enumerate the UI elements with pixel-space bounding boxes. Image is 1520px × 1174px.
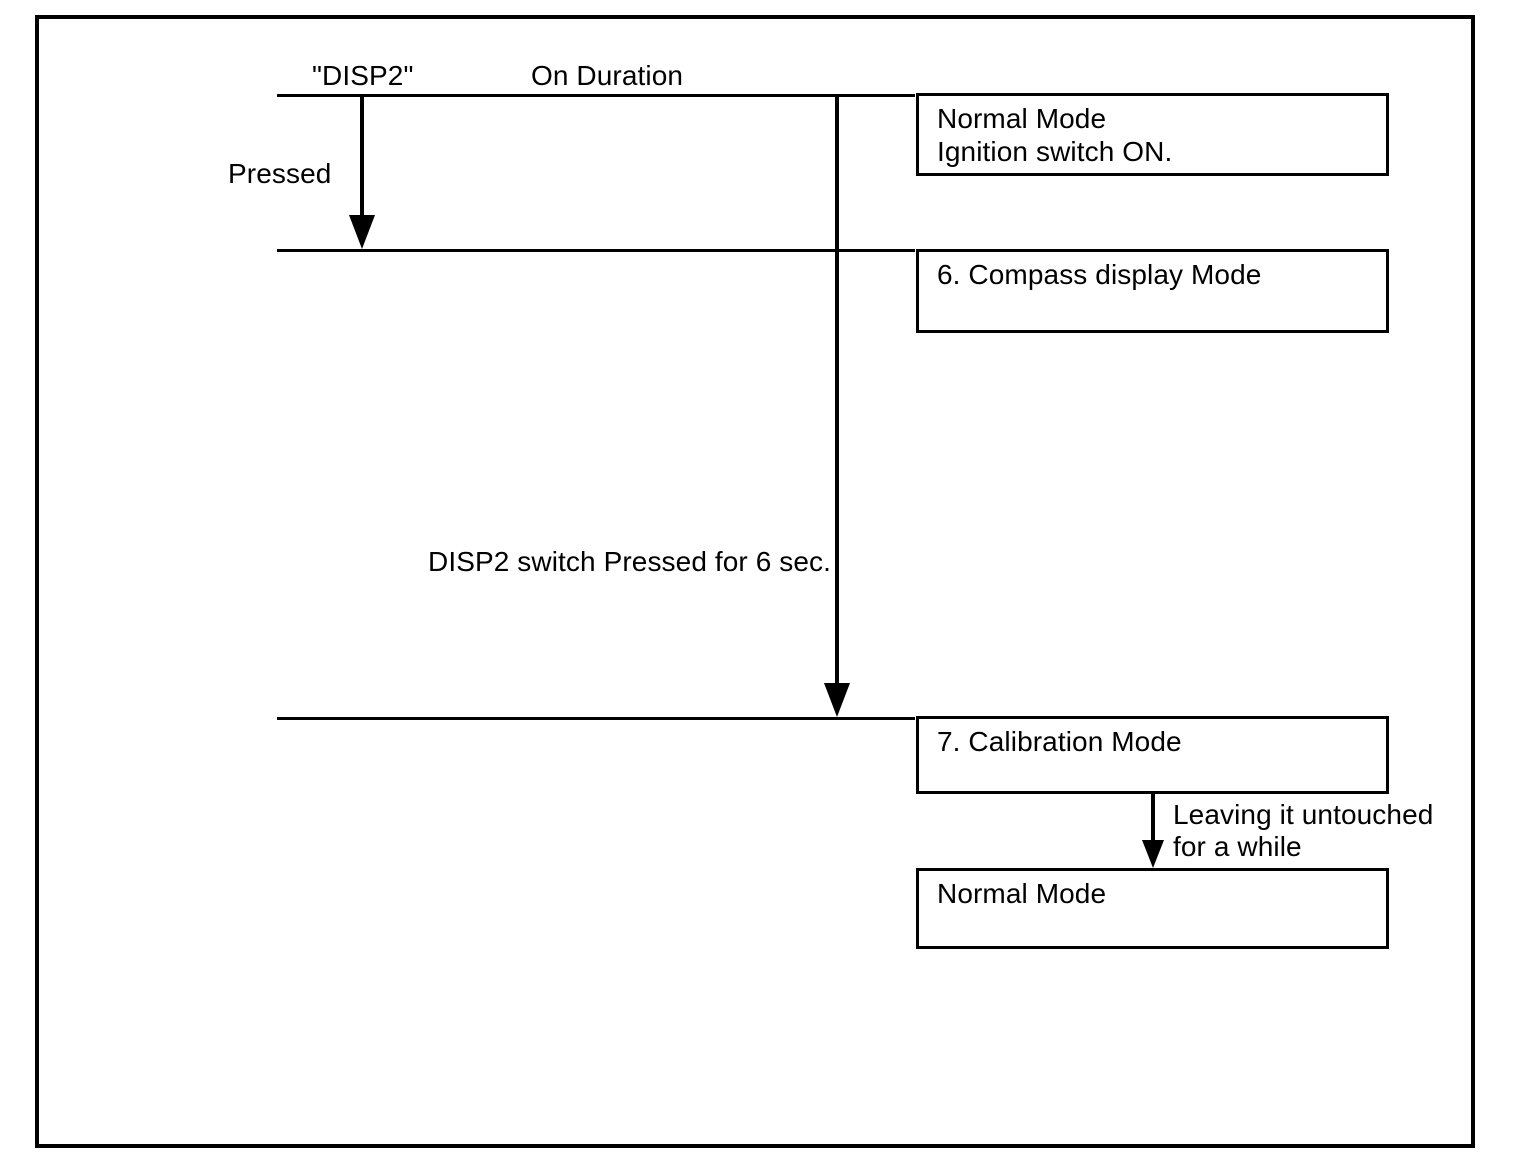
timeline-rule-normal-mode bbox=[277, 94, 915, 97]
transition-arrow-pressed-head bbox=[349, 215, 375, 249]
label-switch-name: "DISP2" bbox=[312, 60, 414, 91]
label-untouched-line2: for a while bbox=[1173, 831, 1302, 862]
box-normal-mode-top-line-2: Ignition switch ON. bbox=[937, 136, 1173, 167]
transition-arrow-longpress-head bbox=[824, 683, 850, 717]
label-untouched-line1: Leaving it untouched bbox=[1173, 799, 1434, 830]
box-calibration-mode-line-1: 7. Calibration Mode bbox=[937, 726, 1182, 757]
box-normal-mode-bottom: Normal Mode bbox=[916, 868, 1389, 949]
box-normal-mode-bottom-line-1: Normal Mode bbox=[937, 878, 1107, 909]
label-long-press-6sec: DISP2 switch Pressed for 6 sec. bbox=[428, 546, 832, 577]
box-compass-display-mode-line-1: 6. Compass display Mode bbox=[937, 259, 1262, 290]
box-calibration-mode: 7. Calibration Mode bbox=[916, 716, 1389, 794]
label-on-duration: On Duration bbox=[531, 60, 684, 91]
transition-arrow-untouched-head bbox=[1142, 840, 1164, 868]
box-compass-display-mode: 6. Compass display Mode bbox=[916, 249, 1389, 333]
diagram-outer-frame bbox=[35, 15, 1475, 1148]
transition-arrow-pressed-stem bbox=[360, 95, 364, 217]
timeline-rule-compass-mode bbox=[277, 249, 915, 252]
transition-arrow-longpress-stem bbox=[835, 95, 839, 684]
label-pressed: Pressed bbox=[228, 158, 332, 189]
box-normal-mode-top-line-1: Normal Mode bbox=[937, 103, 1107, 134]
timeline-rule-calibration-mode bbox=[277, 717, 915, 720]
transition-arrow-untouched-stem bbox=[1151, 793, 1155, 843]
box-normal-mode-top: Normal Mode Ignition switch ON. bbox=[916, 93, 1389, 176]
